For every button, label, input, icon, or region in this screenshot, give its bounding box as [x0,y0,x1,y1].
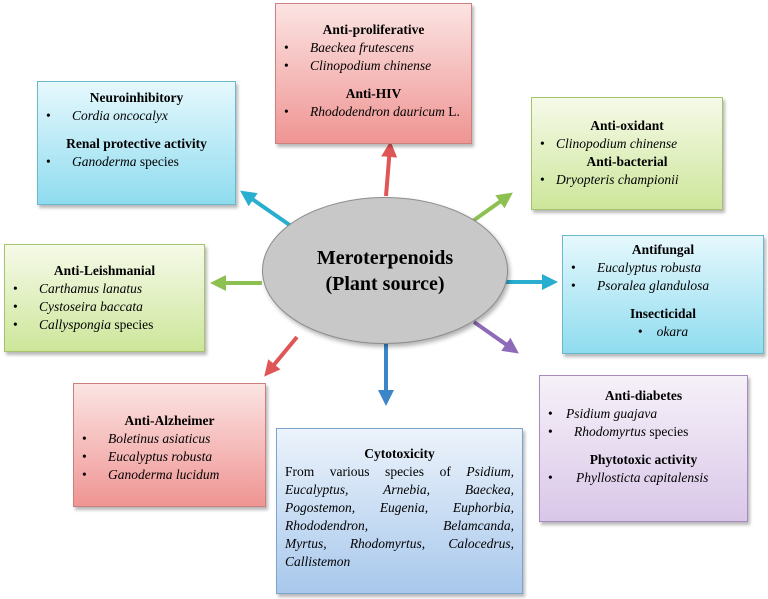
list-item: •Phyllosticta capitalensis [548,470,709,485]
antifungal-box: Antifungal •Eucalyptus robusta •Psoralea… [562,235,764,354]
arrow-to-anti-alzheimer [264,335,299,377]
center-ellipse: Meroterpenoids (Plant source) [262,197,508,344]
list-item: •okara [637,324,689,339]
neuroinhibitory-box: Neuroinhibitory •Cordia oncocalyx Renal … [37,81,236,205]
cytotoxicity-box: Cytotoxicity From various species of Psi… [276,428,523,594]
cytotoxicity-text: From various species of Psidium, Eucalyp… [285,464,515,569]
neuroinhibitory-title: Neuroinhibitory [89,90,184,105]
anti-hiv-title: Anti-HIV [345,86,402,101]
anti-leishmanial-box: Anti-Leishmanial •Carthamus lanatus •Cys… [4,244,205,352]
center-title: Meroterpenoids [316,246,454,269]
anti-leishmanial-title: Anti-Leishmanial [53,263,156,278]
list-item: •Boletinus asiaticus [82,431,211,446]
list-item: •Eucalyptus robusta [82,449,213,464]
anti-oxidant-box: Anti-oxidant •Clinopodium chinense Anti-… [531,97,723,210]
list-item: •Eucalyptus robusta [571,260,702,275]
anti-proliferative-box: Anti-proliferative •Baeckea frutescens •… [275,3,472,144]
anti-diabetes-box: Anti-diabetes •Psidium guajava •Rhodomyr… [539,375,748,522]
cytotoxicity-title: Cytotoxicity [364,446,435,461]
renal-protective-title: Renal protective activity [66,136,207,151]
center-subtitle: (Plant source) [325,272,445,295]
list-item: •Rhododendron dauricum L. [284,104,460,119]
anti-alzheimer-box: Anti-Alzheimer •Boletinus asiaticus •Euc… [73,383,266,507]
anti-bacterial-title: Anti-bacterial [586,154,668,169]
insecticidal-title: Insecticidal [630,306,696,321]
anti-oxidant-title: Anti-oxidant [590,118,664,133]
phytotoxic-title: Phytotoxic activity [589,452,698,467]
list-item: •Ganoderma lucidum [82,467,220,482]
arrow-to-anti-proliferative [381,141,398,197]
list-item: •Clinopodium chinense [540,136,678,151]
list-item: •Baeckea frutescens [284,40,414,55]
list-item: •Dryopteris championii [540,172,679,187]
list-item: •Rhodomyrtus species [548,424,689,439]
list-item: •Ganoderma species [46,154,179,169]
anti-proliferative-title: Anti-proliferative [322,22,425,37]
antifungal-title: Antifungal [631,242,695,257]
list-item: •Psoralea glandulosa [571,278,710,293]
list-item: •Cordia oncocalyx [46,108,168,123]
list-item: •Callyspongia species [13,317,154,332]
list-item: •Cystoseira baccata [13,299,143,314]
arrow-to-anti-oxidant [468,192,513,225]
anti-alzheimer-title: Anti-Alzheimer [124,413,215,428]
list-item: •Clinopodium chinense [284,58,432,73]
list-item: •Carthamus lanatus [13,281,143,296]
anti-diabetes-title: Anti-diabetes [604,388,683,403]
list-item: •Psidium guajava [548,406,658,421]
arrow-to-anti-diabetes [472,320,519,354]
arrow-to-neuroinhibitory [240,190,293,228]
